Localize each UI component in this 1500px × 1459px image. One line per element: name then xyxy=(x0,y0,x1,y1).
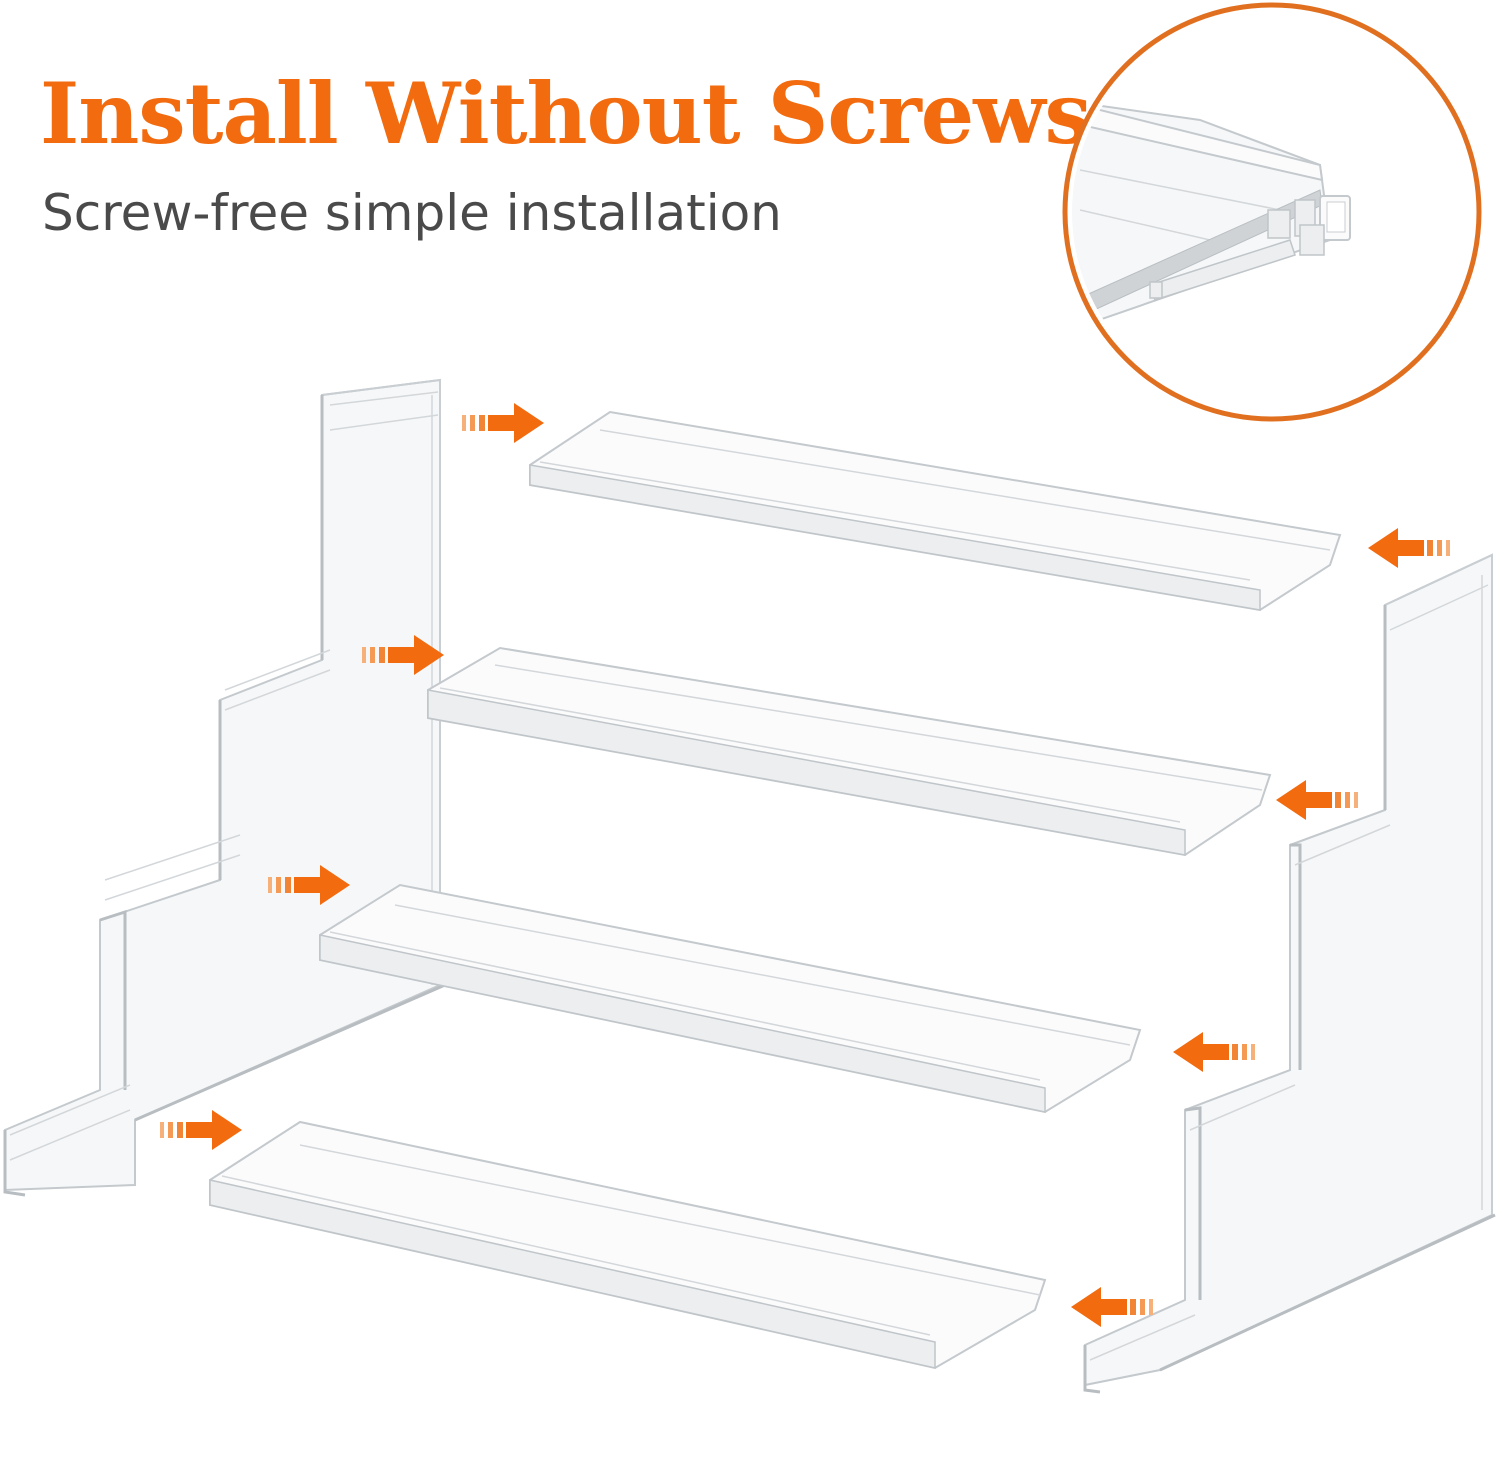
arrow-left-icon-2 xyxy=(1276,780,1358,820)
arrow-left-icon-1 xyxy=(1368,528,1450,568)
arrow-left-icon-3 xyxy=(1173,1032,1255,1072)
shelf-1 xyxy=(529,410,1342,612)
arrow-right-icon-1 xyxy=(462,403,544,443)
connector-detail-inset xyxy=(1062,2,1482,422)
shelf-2 xyxy=(427,646,1272,857)
right-side-panel xyxy=(1083,553,1496,1394)
shelf-3 xyxy=(319,883,1142,1114)
arrow-right-icon-4 xyxy=(160,1110,242,1150)
headline-title: Install Without Screws xyxy=(40,64,1092,163)
left-side-panel xyxy=(3,378,446,1197)
headline-subtitle: Screw-free simple installation xyxy=(42,184,782,242)
shelf-4 xyxy=(209,1120,1047,1370)
